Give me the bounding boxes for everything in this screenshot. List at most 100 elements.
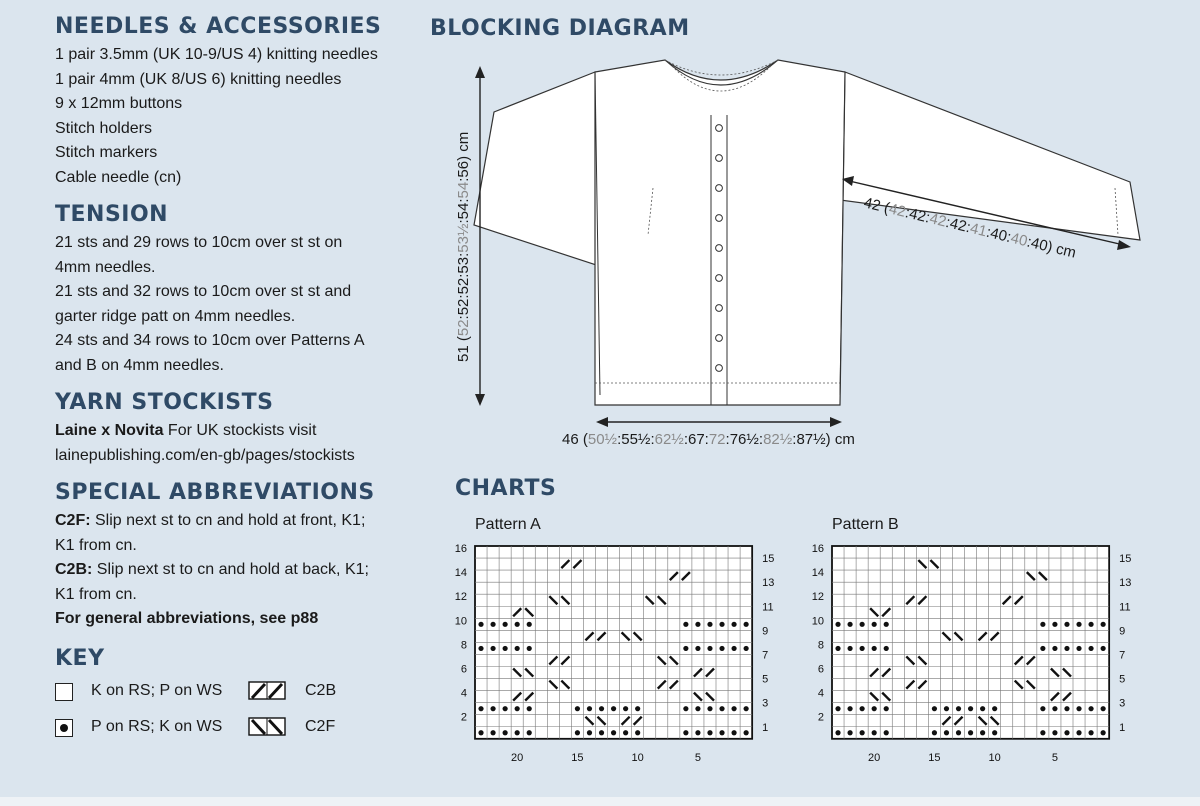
left-column: NEEDLES & ACCESSORIES 1 pair 3.5mm (UK 1… xyxy=(55,14,425,753)
cable-stroke xyxy=(1001,595,1012,606)
purl-dot xyxy=(943,730,950,736)
row-label: 8 xyxy=(818,639,824,651)
purl-dot xyxy=(1040,706,1046,712)
cable-stroke xyxy=(705,667,715,678)
purl-dot xyxy=(743,645,749,652)
c2b-def: Slip next st to cn and hold at back, K1; xyxy=(92,561,369,578)
purl-dot xyxy=(1040,730,1046,736)
purl-dot xyxy=(478,730,484,736)
purl-dot xyxy=(967,706,974,712)
purl-dot xyxy=(1064,645,1070,652)
purl-dot xyxy=(514,706,520,712)
row-label: 8 xyxy=(461,639,467,651)
purl-dot xyxy=(1076,706,1082,712)
row-label: 14 xyxy=(812,567,824,579)
cable-stroke xyxy=(560,595,571,606)
cable-stroke xyxy=(881,607,892,618)
cable-stroke xyxy=(977,631,988,642)
cable-stroke xyxy=(905,595,916,606)
purl-dot xyxy=(743,706,749,712)
purl-dot xyxy=(883,621,889,627)
purl-dot xyxy=(574,730,581,736)
cable-stroke xyxy=(693,691,703,702)
cable-stroke xyxy=(917,559,928,569)
needles-heading: NEEDLES & ACCESSORIES xyxy=(55,14,382,39)
tension-line: and B on 4mm needles. xyxy=(55,356,224,374)
tension-line: 21 sts and 29 rows to 10cm over st st on xyxy=(55,234,343,251)
purl-dot xyxy=(598,706,605,712)
tension-line: 21 sts and 32 rows to 10cm over st st an… xyxy=(55,283,352,300)
key-heading: KEY xyxy=(55,645,105,671)
empty-square-icon xyxy=(55,682,73,701)
purl-dot xyxy=(574,706,581,712)
cable-stroke xyxy=(905,655,916,666)
blocking-heading: BLOCKING DIAGRAM xyxy=(430,16,690,41)
c2f-term: C2F: xyxy=(55,512,91,529)
purl-dot xyxy=(490,730,496,736)
purl-dot xyxy=(847,645,853,652)
purl-dot xyxy=(955,706,962,712)
cable-stroke xyxy=(572,559,583,569)
purl-dot xyxy=(635,706,641,712)
cable-stroke xyxy=(693,667,703,678)
cable-stroke xyxy=(705,691,715,702)
row-label: 7 xyxy=(762,649,768,661)
row-label: 2 xyxy=(818,712,824,724)
purl-dot xyxy=(731,730,737,736)
needles-item: 1 pair 3.5mm (UK 10-9/US 4) knitting nee… xyxy=(55,46,378,63)
pattern-b-title: Pattern B xyxy=(832,516,899,533)
key-knit-label: K on RS; P on WS xyxy=(91,681,223,699)
cable-stroke xyxy=(869,607,880,618)
purl-dot xyxy=(931,706,938,712)
row-label: 6 xyxy=(461,664,467,676)
yarn-url[interactable]: lainepublishing.com/en-gb/pages/stockist… xyxy=(55,446,355,464)
purl-dot xyxy=(478,621,484,627)
purl-dot xyxy=(586,730,593,736)
purl-dot xyxy=(502,730,508,736)
purl-dot xyxy=(610,730,617,736)
purl-dot xyxy=(707,730,713,736)
row-label: 4 xyxy=(461,688,467,700)
tension-heading: TENSION xyxy=(55,202,169,227)
c2f-def: Slip next st to cn and hold at front, K1… xyxy=(90,512,366,529)
c2b-line: C2B: Slip next st to cn and hold at back… xyxy=(55,558,425,583)
needles-item: 9 x 12mm buttons xyxy=(55,95,183,112)
purl-dot xyxy=(719,645,725,652)
purl-dot xyxy=(598,730,605,736)
needles-item: 1 pair 4mm (UK 8/US 6) knitting needles xyxy=(55,70,342,88)
cable-stroke xyxy=(512,667,523,678)
purl-dot xyxy=(883,730,889,736)
purl-dot xyxy=(623,730,629,736)
col-label: 5 xyxy=(695,752,701,764)
yarn-text: For UK stockists visit xyxy=(163,422,317,439)
purl-dot xyxy=(980,706,986,712)
purl-dot xyxy=(1052,621,1058,627)
purl-dot xyxy=(835,706,841,712)
cable-stroke xyxy=(881,667,892,678)
purl-dot xyxy=(1052,730,1058,736)
purl-dot xyxy=(719,730,725,736)
purl-dot xyxy=(1088,645,1094,652)
cable-stroke xyxy=(929,559,940,569)
purl-dot xyxy=(743,730,749,736)
length-measure: 51 (52:52:52:53:53½:54:54:56) cm xyxy=(455,132,472,362)
cable-stroke xyxy=(548,655,559,666)
purl-dot xyxy=(526,621,532,627)
row-label: 9 xyxy=(762,625,768,637)
cable-stroke xyxy=(1013,679,1024,690)
yarn-section: YARN STOCKISTS Laine x Novita For UK sto… xyxy=(55,390,425,468)
cable-stroke xyxy=(644,595,655,606)
col-label: 10 xyxy=(632,752,644,764)
purl-dot xyxy=(719,706,725,712)
purl-dot xyxy=(1052,706,1058,712)
purl-dot xyxy=(490,621,496,627)
purl-dot xyxy=(695,645,701,652)
cable-stroke xyxy=(1038,571,1048,581)
cardigan-drawing xyxy=(473,59,1141,406)
cable-stroke xyxy=(917,655,928,666)
purl-dot xyxy=(859,730,865,736)
purl-dot xyxy=(490,645,496,652)
needles-item: Stitch holders xyxy=(55,119,152,137)
needles-section: NEEDLES & ACCESSORIES 1 pair 3.5mm (UK 1… xyxy=(55,14,425,190)
purl-dot xyxy=(1088,621,1094,627)
